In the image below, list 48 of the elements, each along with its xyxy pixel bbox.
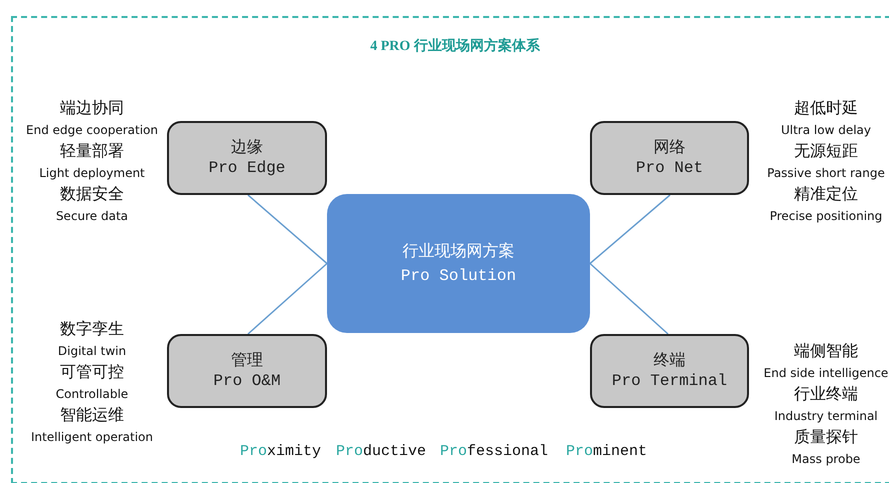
feature-translation: Light deployment xyxy=(39,165,145,182)
feature-text: 无源短距 xyxy=(794,142,858,162)
module-box xyxy=(590,334,749,408)
chinese-title: 管理 xyxy=(231,351,263,371)
feature-translation: Intelligent operation xyxy=(31,429,153,446)
solution-box xyxy=(327,194,590,333)
english-title: Pro Solution xyxy=(400,266,516,286)
english-title: Pro Edge xyxy=(208,158,286,178)
slogan-word: Professional xyxy=(440,442,548,462)
feature-text: 可管可控 xyxy=(60,363,124,383)
connector-line xyxy=(248,262,328,335)
chinese-title: 终端 xyxy=(654,351,686,371)
feature-translation: Precise positioning xyxy=(770,208,882,225)
module-box xyxy=(590,121,749,195)
feature-text: 数字孪生 xyxy=(60,320,124,340)
feature-text: 端侧智能 xyxy=(794,342,858,362)
chinese-title: 边缘 xyxy=(231,138,263,158)
feature-text: 数据安全 xyxy=(60,184,124,205)
feature-translation: End edge cooperation xyxy=(26,122,158,139)
feature-translation: Ultra low delay xyxy=(780,122,871,139)
slogan-word: Proximity xyxy=(240,442,322,462)
feature-translation: End side intelligence xyxy=(764,365,888,382)
feature-text: 超低时延 xyxy=(794,98,858,119)
feature-translation: Secure data xyxy=(56,208,128,225)
feature-text: 端边协同 xyxy=(60,98,124,119)
feature-translation: Mass probe xyxy=(792,451,860,468)
diagram-title: 4 PRO 行业现场网方案体系 xyxy=(370,36,540,56)
slogan-word: Productive xyxy=(336,442,426,462)
slogan-word: Prominent xyxy=(566,442,648,462)
feature-text: 精准定位 xyxy=(794,184,858,205)
feature-translation: Industry terminal xyxy=(774,408,878,425)
chinese-title: 网络 xyxy=(654,138,686,158)
module-box xyxy=(167,334,327,408)
feature-text: 轻量部署 xyxy=(60,142,124,162)
english-title: Pro O&M xyxy=(213,371,281,391)
connector-line xyxy=(590,262,668,335)
connector-line xyxy=(590,194,670,264)
feature-translation: Passive short range xyxy=(767,165,885,182)
feature-text: 智能运维 xyxy=(60,406,124,426)
module-box xyxy=(167,121,327,195)
feature-text: 质量探针 xyxy=(794,428,858,448)
feature-translation: Digital twin xyxy=(58,343,126,360)
english-title: Pro Net xyxy=(636,158,704,178)
chinese-title: 行业现场网方案 xyxy=(402,242,514,262)
feature-text: 行业终端 xyxy=(794,384,858,405)
connector-line xyxy=(248,194,328,264)
feature-translation: Controllable xyxy=(56,386,128,403)
english-title: Pro Terminal xyxy=(612,371,728,391)
